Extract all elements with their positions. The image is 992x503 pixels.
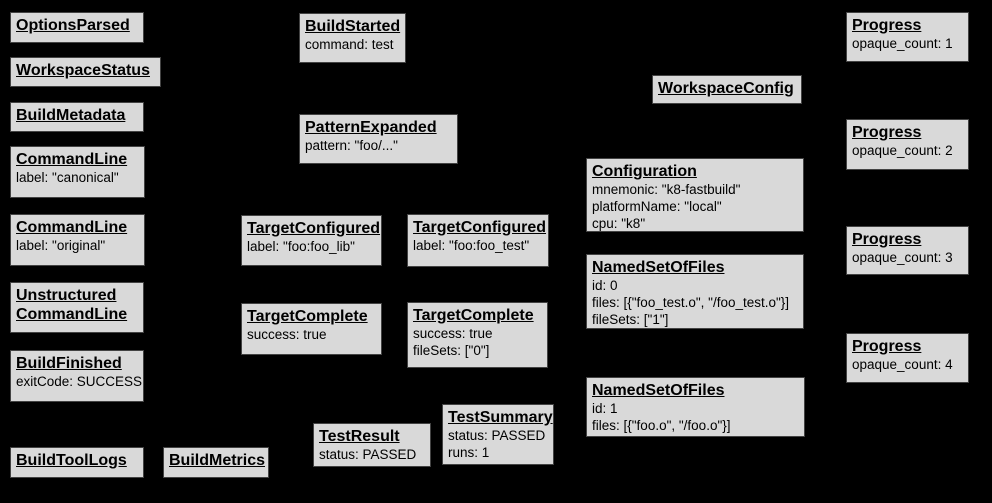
node-title: NamedSetOfFiles (592, 382, 725, 399)
node-configuration: Configuration mnemonic: "k8-fastbuild" p… (586, 158, 804, 232)
node-title: TargetComplete (247, 308, 368, 325)
node-title: Progress (852, 338, 922, 355)
node-line: opaque_count: 1 (852, 36, 953, 51)
node-title: BuildMetadata (16, 107, 126, 124)
node-line: status: PASSED (319, 447, 417, 462)
node-title: CommandLine (16, 219, 128, 236)
node-line: success: true (413, 326, 493, 341)
node-line: runs: 1 (448, 445, 490, 460)
node-build-tool-logs: BuildToolLogs (10, 447, 144, 478)
node-title: Progress (852, 17, 922, 34)
node-title: WorkspaceStatus (16, 62, 150, 79)
node-title: PatternExpanded (305, 119, 437, 136)
node-progress-2: Progress opaque_count: 2 (846, 119, 969, 170)
node-named-set-of-files-1: NamedSetOfFiles id: 1 files: [{"foo.o", … (586, 377, 805, 437)
node-title: BuildToolLogs (16, 452, 127, 469)
node-title: Progress (852, 231, 922, 248)
node-target-configured-foo-test: TargetConfigured label: "foo:foo_test" (407, 214, 549, 267)
node-build-metrics: BuildMetrics (163, 447, 269, 478)
node-line: platformName: "local" (592, 199, 722, 214)
node-title: TargetConfigured (413, 219, 547, 236)
node-target-complete-test: TargetComplete success: true fileSets: [… (407, 302, 548, 368)
node-line: opaque_count: 2 (852, 143, 953, 158)
node-command-line-canonical: CommandLine label: "canonical" (10, 146, 145, 198)
node-line: mnemonic: "k8-fastbuild" (592, 182, 741, 197)
node-title: BuildMetrics (169, 452, 266, 469)
node-line: opaque_count: 4 (852, 357, 953, 372)
node-title: Configuration (592, 163, 697, 180)
node-title: BuildStarted (305, 18, 401, 35)
node-line: label: "foo:foo_test" (413, 238, 530, 253)
node-line: label: "original" (16, 238, 106, 253)
node-title: TargetComplete (413, 307, 534, 324)
node-title: NamedSetOfFiles (592, 259, 725, 276)
node-line: id: 1 (592, 401, 618, 416)
node-command-line-original: CommandLine label: "original" (10, 214, 145, 266)
node-options-parsed: OptionsParsed (10, 12, 144, 43)
node-line: exitCode: SUCCESS (16, 374, 143, 389)
node-workspace-status: WorkspaceStatus (10, 57, 161, 87)
node-line: label: "canonical" (16, 170, 119, 185)
node-line: success: true (247, 327, 327, 342)
node-title: CommandLine (16, 151, 128, 168)
node-target-complete-lib: TargetComplete success: true (241, 303, 382, 355)
node-line: command: test (305, 37, 394, 52)
node-line: cpu: "k8" (592, 216, 646, 231)
node-line: fileSets: ["1"] (592, 312, 669, 327)
node-line: status: PASSED (448, 428, 546, 443)
node-progress-1: Progress opaque_count: 1 (846, 12, 969, 62)
node-line: label: "foo:foo_lib" (247, 239, 355, 254)
node-unstructured-command-line: Unstructured CommandLine (10, 282, 144, 333)
node-target-configured-foo-lib: TargetConfigured label: "foo:foo_lib" (241, 215, 382, 266)
node-build-finished: BuildFinished exitCode: SUCCESS (10, 350, 144, 402)
node-title: TargetConfigured (247, 220, 381, 237)
node-named-set-of-files-0: NamedSetOfFiles id: 0 files: [{"foo_test… (586, 254, 804, 329)
node-title: TestResult (319, 428, 400, 445)
node-build-metadata: BuildMetadata (10, 102, 144, 132)
node-line: id: 0 (592, 278, 618, 293)
node-line: opaque_count: 3 (852, 250, 953, 265)
node-pattern-expanded: PatternExpanded pattern: "foo/..." (299, 114, 458, 164)
node-build-started: BuildStarted command: test (299, 13, 406, 63)
node-title: TestSummary (448, 409, 553, 426)
node-test-result: TestResult status: PASSED (313, 423, 431, 467)
node-line: files: [{"foo.o", "/foo.o"}] (592, 418, 731, 433)
node-workspace-config: WorkspaceConfig (652, 75, 802, 104)
node-test-summary: TestSummary status: PASSED runs: 1 (442, 404, 554, 465)
node-progress-3: Progress opaque_count: 3 (846, 226, 969, 275)
node-title: Progress (852, 124, 922, 141)
node-title: WorkspaceConfig (658, 80, 794, 97)
node-progress-4: Progress opaque_count: 4 (846, 333, 969, 383)
node-title: Unstructured CommandLine (16, 287, 128, 323)
node-line: files: [{"foo_test.o", "/foo_test.o"}] (592, 295, 790, 310)
node-title: BuildFinished (16, 355, 122, 372)
node-title: OptionsParsed (16, 17, 130, 34)
node-line: pattern: "foo/..." (305, 138, 398, 153)
node-line: fileSets: ["0"] (413, 343, 490, 358)
